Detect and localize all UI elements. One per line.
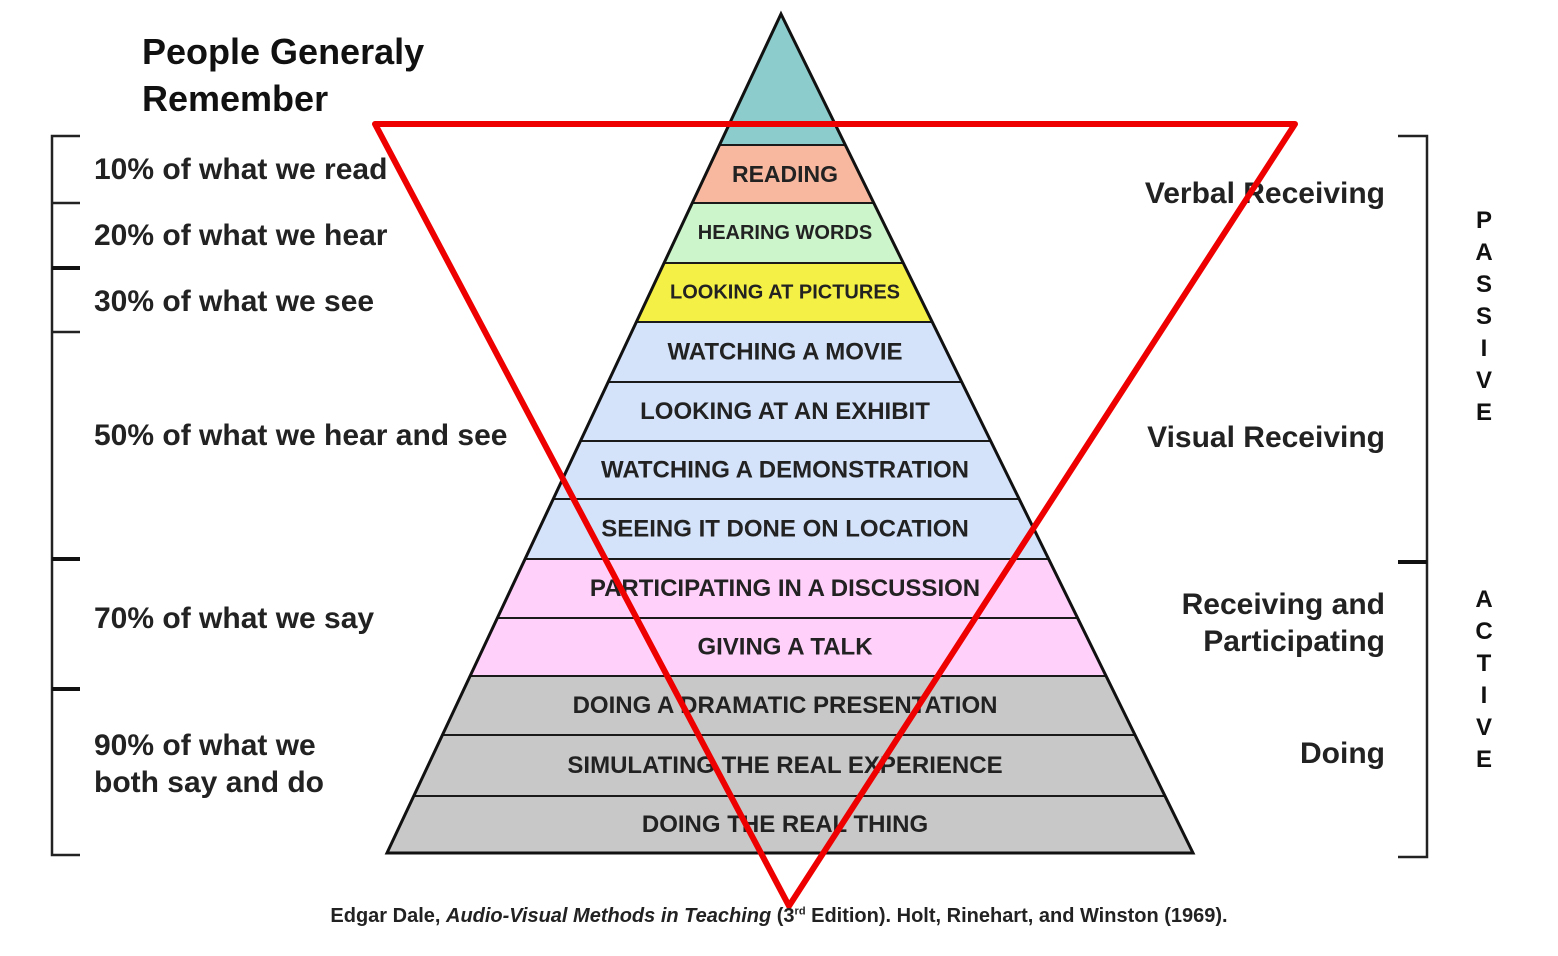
percentage-label-line: 70% of what we say <box>94 602 374 635</box>
category-label: Doing <box>1300 737 1385 770</box>
mode-letter: I <box>1481 682 1488 709</box>
mode-letter: A <box>1475 239 1492 266</box>
mode-letter: A <box>1475 586 1492 613</box>
mode-letter: V <box>1476 367 1492 394</box>
mode-letter: S <box>1476 271 1492 298</box>
percentage-label: 50% of what we hear and see <box>94 419 507 452</box>
percentage-label-line: 50% of what we hear and see <box>94 419 507 452</box>
category-label-line: Doing <box>1300 737 1385 770</box>
title-line-2: Remember <box>142 78 328 119</box>
pyramid-layer-label: GIVING A TALK <box>697 634 873 661</box>
mode-letter: P <box>1476 207 1492 234</box>
citation-publisher: Edition). Holt, Rinehart, and Winston (1… <box>805 905 1228 927</box>
pyramid-layer-label: LOOKING AT AN EXHIBIT <box>640 398 930 425</box>
percentage-label: 90% of what we both say and do <box>94 729 324 799</box>
category-label: Visual Receiving <box>1147 421 1385 454</box>
citation-author: Edgar Dale, <box>330 905 446 927</box>
percentage-labels: 10% of what we read 20% of what we hear 30… <box>94 153 507 799</box>
pyramid-layer-label: WATCHING A DEMONSTRATION <box>601 457 969 484</box>
mode-letter: E <box>1476 399 1492 426</box>
pyramid-layer-label: DOING THE REAL THING <box>642 811 928 838</box>
percentage-label-line: 90% of what we <box>94 729 316 762</box>
percentage-label-line: 20% of what we hear <box>94 219 388 252</box>
pyramid-layer-label: LOOKING AT PICTURES <box>670 282 900 304</box>
left-bracket <box>50 134 80 857</box>
inverted-red-triangle <box>372 121 1298 909</box>
percentage-label-line: 10% of what we read <box>94 153 387 186</box>
pyramid-layer-label: READING <box>732 161 838 187</box>
mode-letter: S <box>1476 303 1492 330</box>
pyramid-layer-label: PARTICIPATING IN A DISCUSSION <box>590 575 980 602</box>
category-label: Verbal Receiving <box>1145 177 1385 210</box>
category-label-line: Receiving and <box>1182 588 1385 621</box>
percentage-label: 30% of what we see <box>94 285 374 318</box>
mode-letter: I <box>1481 335 1488 362</box>
percentage-label-line: both say and do <box>94 766 324 799</box>
citation-book-title: Audio-Visual Methods in Teaching <box>446 905 772 927</box>
category-label-line: Visual Receiving <box>1147 421 1385 454</box>
citation-edition-sup: rd <box>794 905 806 918</box>
right-bracket <box>1398 134 1429 859</box>
category-label-line: Verbal Receiving <box>1145 177 1385 210</box>
pyramid-layer-label: SEEING IT DONE ON LOCATION <box>601 516 969 543</box>
mode-letter: T <box>1477 650 1492 677</box>
pyramid-layer-label: HEARING WORDS <box>698 222 872 244</box>
diagram-title: People Generaly Remember <box>142 31 434 119</box>
pyramid <box>384 10 1196 855</box>
percentage-label: 10% of what we read <box>94 153 387 186</box>
mode-letter: V <box>1476 714 1492 741</box>
pyramid-labels: READING HEARING WORDS LOOKING AT PICTURES W… <box>567 161 1002 838</box>
category-label-line: Participating <box>1203 625 1385 658</box>
pyramid-outline <box>384 10 1196 855</box>
percentage-label-line: 30% of what we see <box>94 285 374 318</box>
title-line-1: People Generaly <box>142 31 424 72</box>
pyramid-layer-label: SIMULATING THE REAL EXPERIENCE <box>567 752 1002 779</box>
percentage-label: 70% of what we say <box>94 602 374 635</box>
pyramid-layer-label: WATCHING A MOVIE <box>667 339 902 366</box>
mode-letter: C <box>1475 618 1492 645</box>
pyramid-layer-label: DOING A DRAMATIC PRESENTATION <box>573 692 998 719</box>
citation-edition: (3 <box>771 905 795 927</box>
percentage-label: 20% of what we hear <box>94 219 388 252</box>
mode-letter: E <box>1476 746 1492 773</box>
citation: Edgar Dale, Audio-Visual Methods in Teac… <box>0 905 1558 928</box>
